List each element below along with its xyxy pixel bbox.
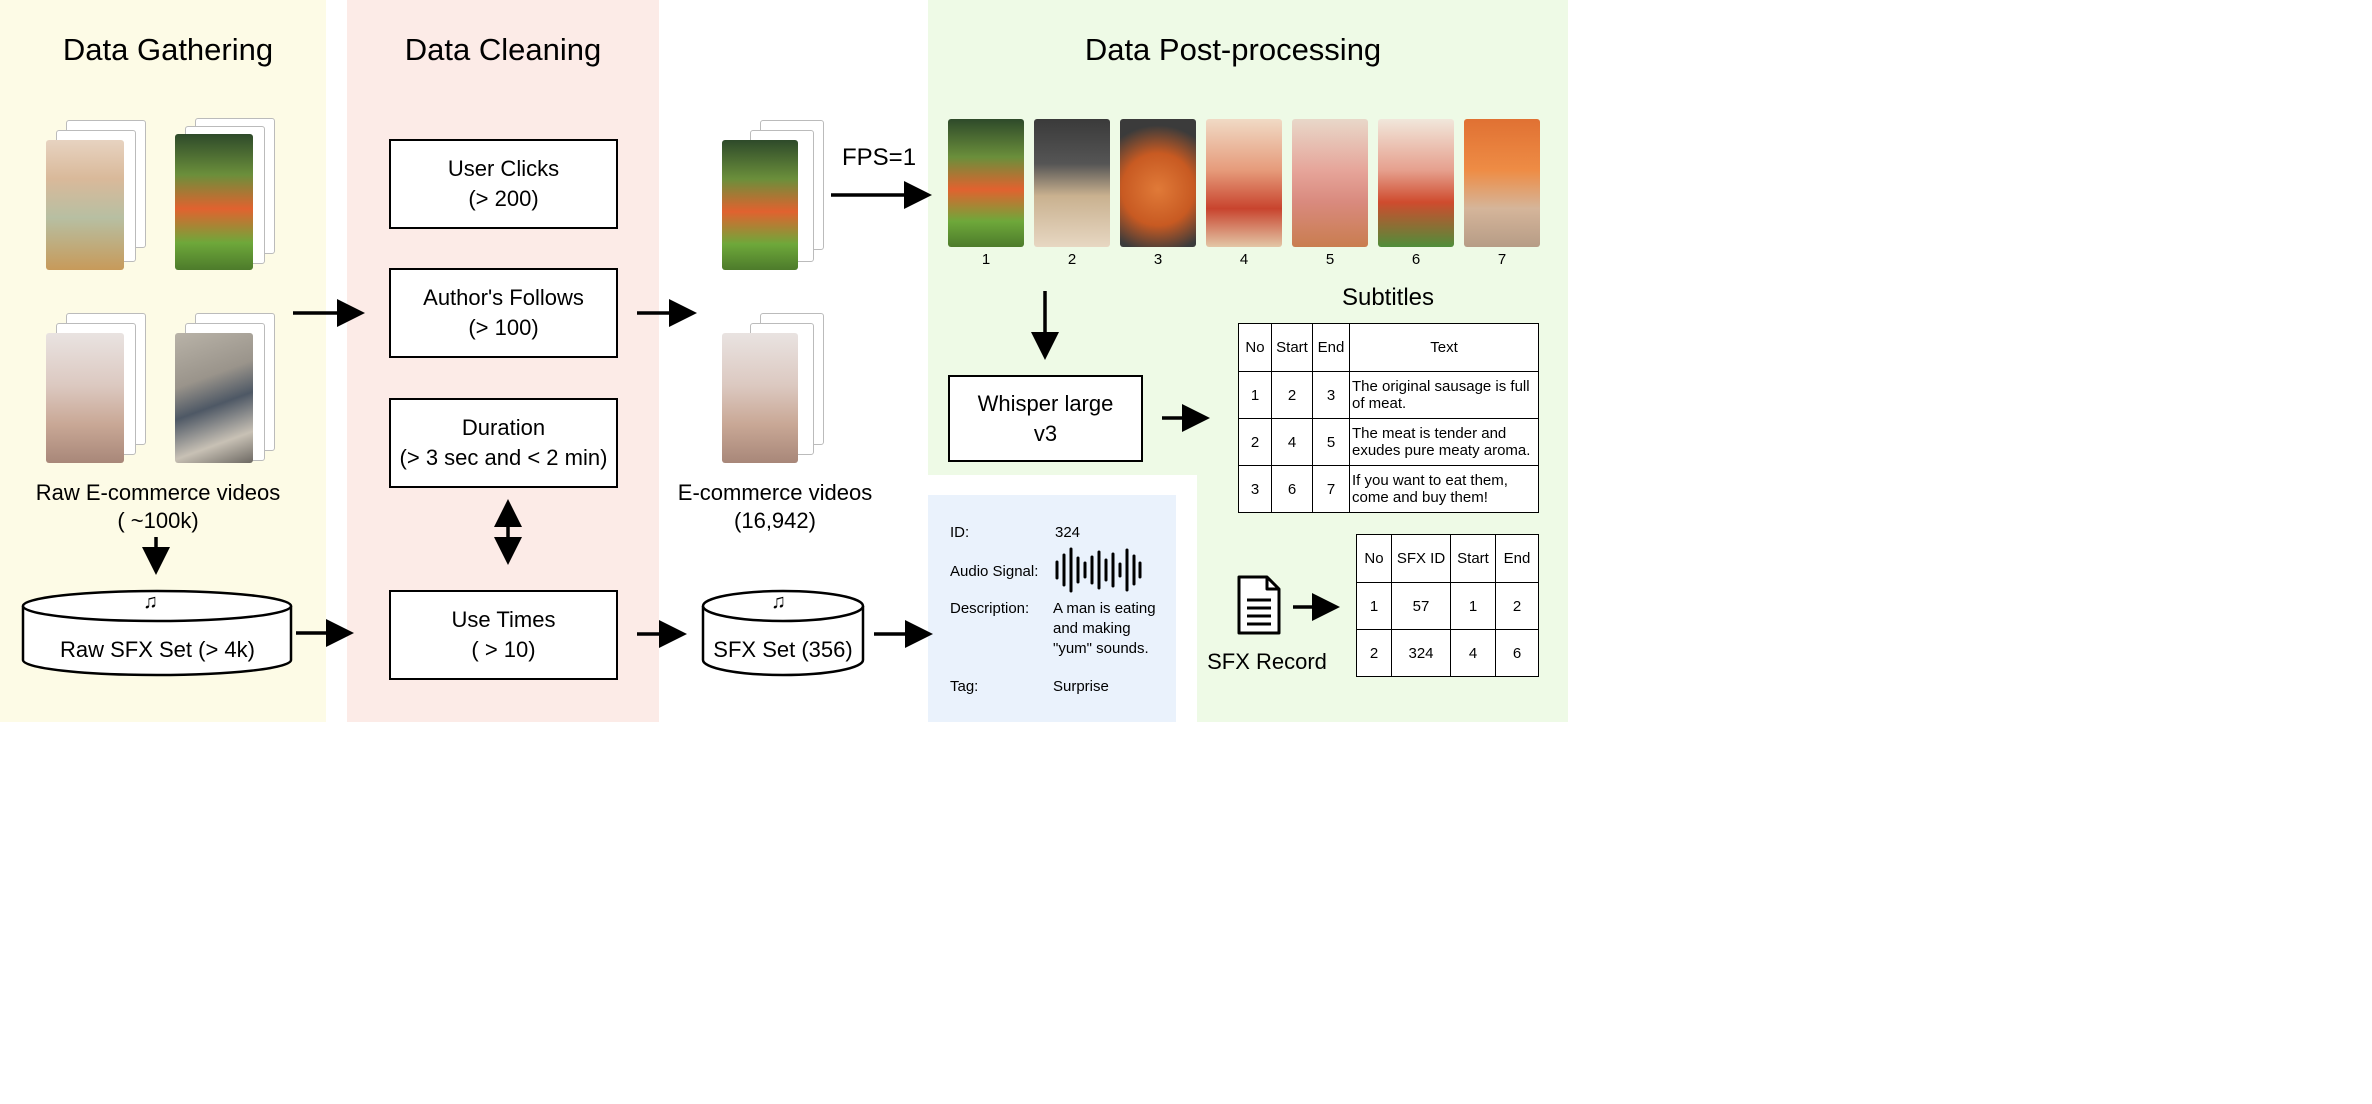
subtitles-table: No Start End Text 1 2 3 The original sau… xyxy=(1238,323,1539,513)
sausage-pack-thumbnail xyxy=(175,134,253,270)
ecommerce-videos-count: (16,942) xyxy=(734,508,816,533)
raw-sfx-label: Raw SFX Set (> 4k) xyxy=(59,637,255,662)
section-title-postprocessing: Data Post-processing xyxy=(1084,32,1382,67)
sfx-id-value: 324 xyxy=(1055,524,1081,541)
frame-thumbnail-1 xyxy=(948,119,1024,247)
waveform-icon xyxy=(1055,547,1142,593)
section-title-gathering: Data Gathering xyxy=(62,32,274,67)
raw-videos-label: Raw E-commerce videos xyxy=(35,480,281,505)
frame-number: 5 xyxy=(1325,251,1335,268)
frame-thumbnail-4 xyxy=(1206,119,1282,247)
table-row: 1 2 3 The original sausage is full of me… xyxy=(1238,371,1539,419)
sfx-set-label: SFX Set (356) xyxy=(713,637,853,662)
frame-number: 2 xyxy=(1067,251,1077,268)
sfx-audio-label: Audio Signal: xyxy=(950,563,1039,580)
filter-use-times: Use Times( > 10) xyxy=(389,590,618,680)
section-title-cleaning: Data Cleaning xyxy=(404,32,602,67)
flow-arrows xyxy=(142,181,1340,648)
raw-videos-count: ( ~100k) xyxy=(117,508,199,533)
ecommerce-videos-label: E-commerce videos xyxy=(677,480,873,505)
subtitles-header: End xyxy=(1312,323,1350,372)
fps-label: FPS=1 xyxy=(842,144,917,171)
frame-thumbnail-3 xyxy=(1120,119,1196,247)
frame-thumbnail-2 xyxy=(1034,119,1110,247)
sfx-tag-label: Tag: xyxy=(950,678,979,695)
sfx-set-cylinder xyxy=(701,589,865,677)
frame-number: 4 xyxy=(1239,251,1249,268)
sfx-record-header: End xyxy=(1495,534,1539,583)
filter-duration: Duration(> 3 sec and < 2 min) xyxy=(389,398,618,488)
sfx-record-table: No SFX ID Start End 1 57 1 2 2 324 4 6 xyxy=(1356,534,1539,677)
sfx-record-header: No xyxy=(1356,534,1392,583)
subtitles-header: Text xyxy=(1349,323,1539,372)
phone-video-thumbnail xyxy=(175,333,253,463)
filter-user-clicks: User Clicks(> 200) xyxy=(389,139,618,229)
sfx-record-label: SFX Record xyxy=(1207,649,1327,674)
frame-thumbnail-5 xyxy=(1292,119,1368,247)
cleaned-sausage-thumbnail xyxy=(722,140,798,270)
cleaned-hands-thumbnail xyxy=(722,333,798,463)
music-note-icon: ♫ xyxy=(771,591,786,613)
frame-thumbnail-6 xyxy=(1378,119,1454,247)
sfx-id-label: ID: xyxy=(950,524,970,541)
table-row: 3 6 7 If you want to eat them, come and … xyxy=(1238,465,1539,513)
subtitles-title: Subtitles xyxy=(1341,284,1435,311)
raw-sfx-cylinder xyxy=(21,589,293,677)
noodle-video-thumbnail xyxy=(46,140,124,270)
frame-number: 3 xyxy=(1153,251,1163,268)
sfx-desc-value: A man is eating and making "yum" sounds. xyxy=(1053,600,1156,657)
table-row: 2 324 4 6 xyxy=(1356,629,1539,677)
document-icon xyxy=(1237,575,1281,635)
sfx-desc-label: Description: xyxy=(950,600,1030,617)
frame-thumbnail-7 xyxy=(1464,119,1540,247)
sfx-record-header: SFX ID xyxy=(1391,534,1451,583)
frame-number: 1 xyxy=(981,251,991,268)
frame-number: 6 xyxy=(1411,251,1421,268)
subtitles-header: Start xyxy=(1271,323,1313,372)
sfx-card-panel xyxy=(928,495,1176,722)
filter-authors-follows: Author's Follows(> 100) xyxy=(389,268,618,358)
subtitles-header: No xyxy=(1238,323,1272,372)
frame-number: 7 xyxy=(1497,251,1507,268)
music-note-icon: ♫ xyxy=(143,591,158,613)
hands-video-thumbnail xyxy=(46,333,124,463)
sfx-tag-value: Surprise xyxy=(1053,678,1109,695)
